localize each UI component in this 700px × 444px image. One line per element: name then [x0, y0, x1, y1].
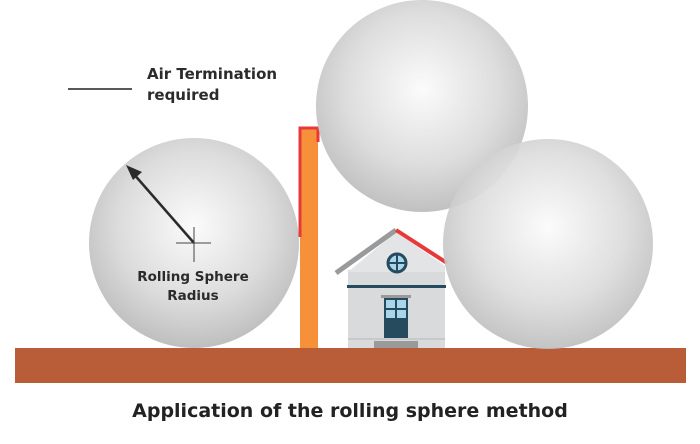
step	[374, 341, 418, 348]
radius-arrow	[126, 165, 195, 244]
ground	[15, 348, 686, 383]
sphere-radius-label: Rolling Sphere Radius	[120, 268, 266, 306]
caption: Application of the rolling sphere method	[132, 400, 568, 422]
house	[334, 227, 449, 348]
mast	[300, 127, 318, 348]
mast-air-termination	[298, 126, 320, 237]
top-sphere	[316, 0, 528, 212]
legend-label: Air Termination required	[147, 64, 277, 106]
right-sphere	[443, 139, 653, 349]
sphere-label-line1: Rolling Sphere	[137, 269, 249, 285]
sphere-label-line2: Radius	[167, 288, 219, 304]
legend-line1: Air Termination	[147, 65, 278, 83]
center-crosshair-icon	[176, 227, 211, 262]
legend-line2: required	[147, 86, 220, 104]
